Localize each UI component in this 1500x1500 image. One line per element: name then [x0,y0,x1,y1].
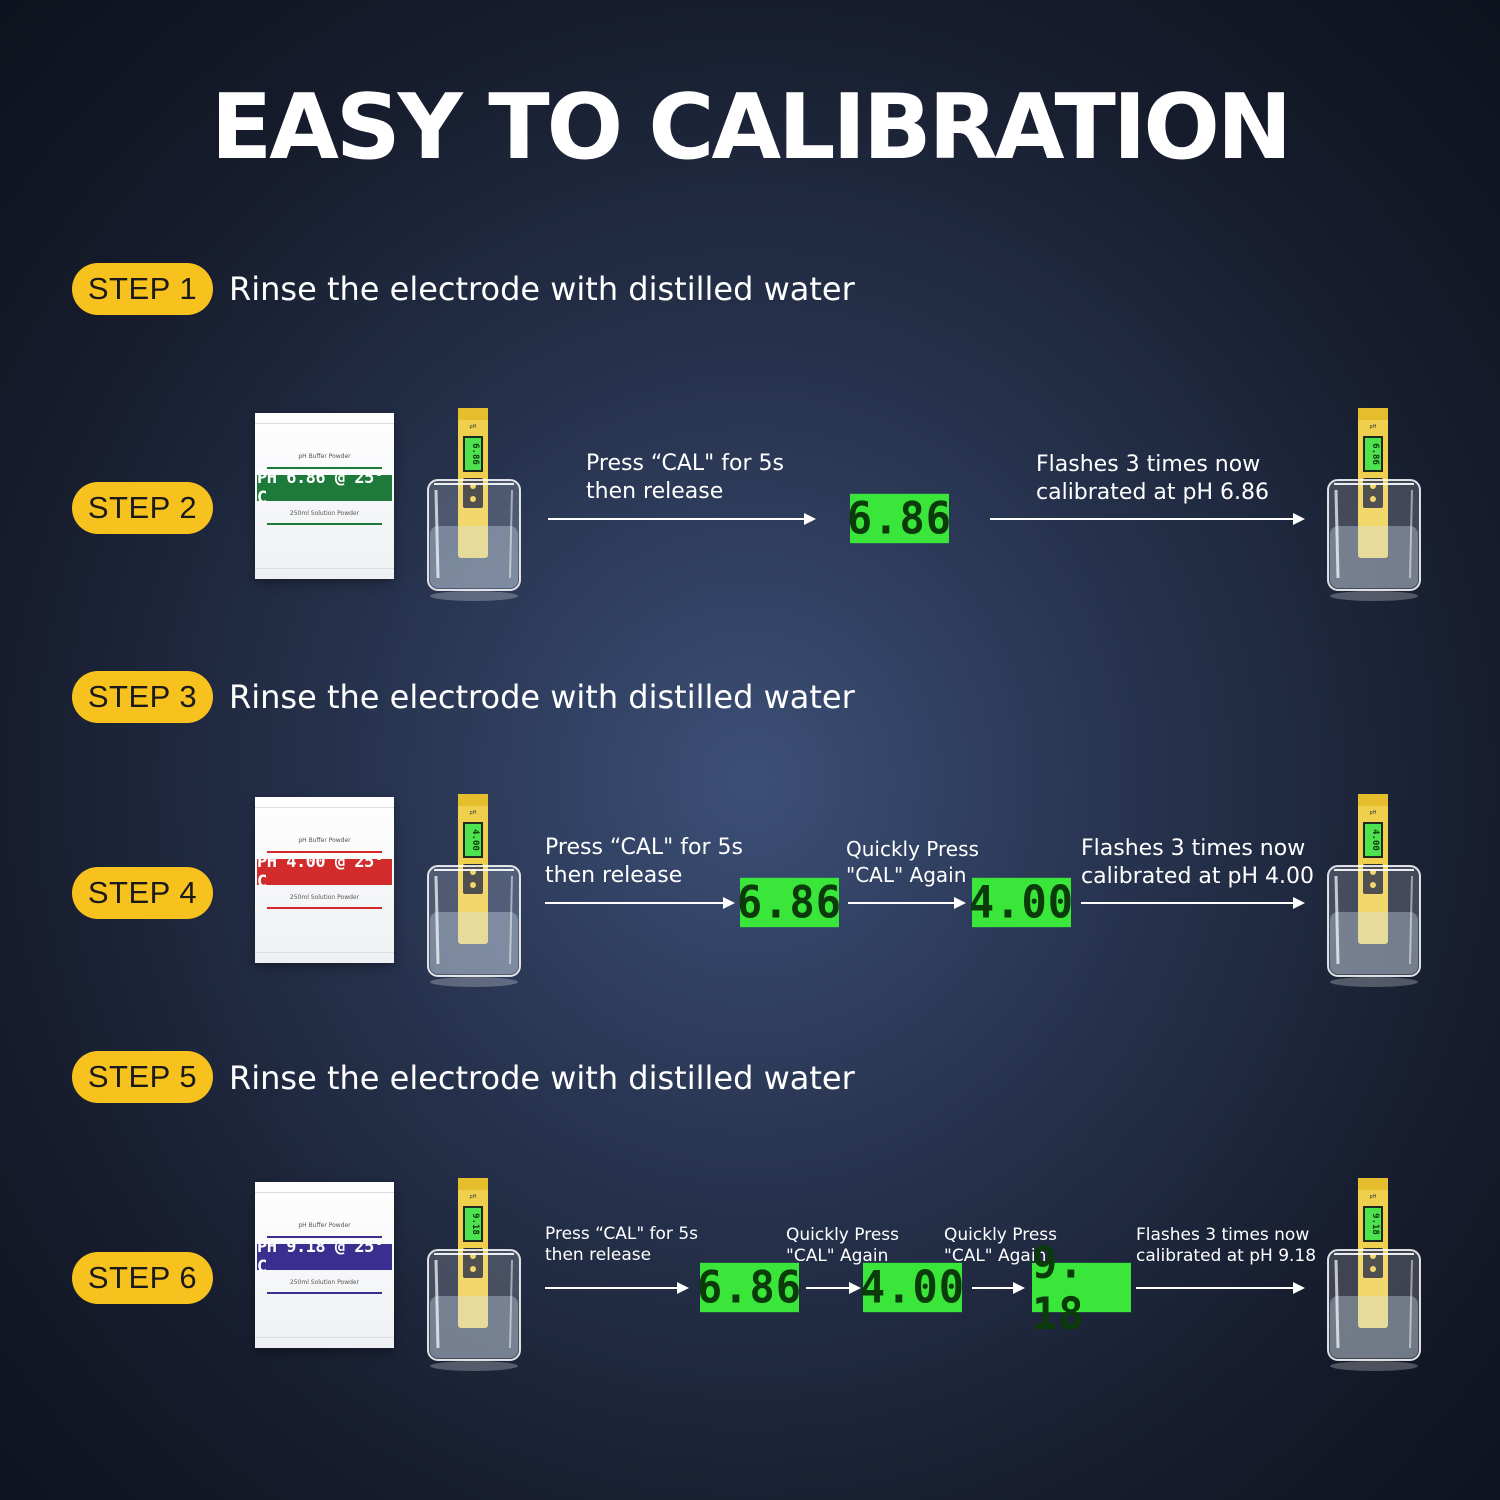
arrow [990,513,1305,525]
svg-text:4.00: 4.00 [1370,829,1380,851]
packet-label: PH 4.00 @ 25° C [257,852,392,892]
packet-footer: 250ml Solution Powder [289,510,360,517]
arrow [848,897,966,909]
ph-meter-in-beaker-icon: pH 6.86 [1326,406,1422,604]
arrow [1081,897,1305,909]
step-3-badge: STEP 3 [72,671,213,723]
step-6-instruction-4: Flashes 3 times now calibrated at pH 9.1… [1136,1225,1317,1266]
buffer-packet-686: pH Buffer Powder PH 6.86 @ 25° C 250ml S… [255,413,394,579]
step-1-text: Rinse the electrode with distilled water [229,270,855,308]
step-2-instruction-1: Press “CAL" for 5s then release [586,451,784,504]
step-6-instruction-3: Quickly Press "CAL" Again [944,1225,1057,1266]
lcd-display: 6.86 [736,876,843,929]
lcd-display: 4.00 [968,876,1075,929]
svg-text:pH: pH [470,810,477,816]
arrow [1136,1282,1305,1294]
packet-header: pH Buffer Powder [298,453,351,460]
svg-text:pH: pH [1370,810,1377,816]
ph-meter-in-beaker-icon: pH 9.18 [426,1176,522,1374]
step-6-badge: STEP 6 [72,1252,213,1304]
ph-meter-in-beaker-icon: pH 6.86 [426,406,522,604]
svg-text:pH: pH [470,424,477,430]
packet-footer: 250ml Solution Powder [289,894,360,901]
lcd-display: 6.86 [846,492,953,545]
step-4-instruction-1: Press “CAL" for 5s then release [545,835,743,888]
svg-text:4.00: 4.00 [470,829,480,851]
arrow [545,1282,689,1294]
svg-text:6.86: 6.86 [1370,443,1380,465]
lcd-display: 6.86 [696,1261,803,1314]
buffer-packet-400: pH Buffer Powder PH 4.00 @ 25° C 250ml S… [255,797,394,963]
step-5-badge: STEP 5 [72,1051,213,1103]
page-title: EASY TO CALIBRATION [210,75,1293,180]
lcd-display: 4.00 [859,1261,966,1314]
svg-text:9.18: 9.18 [1370,1213,1380,1235]
arrow [545,897,735,909]
step-3-text: Rinse the electrode with distilled water [229,678,855,716]
step-2-instruction-2: Flashes 3 times now calibrated at pH 6.8… [1036,452,1269,505]
step-4-badge: STEP 4 [72,867,213,919]
step-6-instruction-1: Press “CAL" for 5s then release [545,1224,698,1265]
buffer-packet-918: pH Buffer Powder PH 9.18 @ 25° C 250ml S… [255,1182,394,1348]
step-4-instruction-3: Flashes 3 times now calibrated at pH 4.0… [1081,836,1314,889]
lcd-display: 9. 18 [1032,1236,1131,1339]
packet-label: PH 6.86 @ 25° C [257,468,392,508]
packet-header: pH Buffer Powder [298,837,351,844]
step-6-instruction-2: Quickly Press "CAL" Again [786,1225,899,1266]
arrow [806,1282,861,1294]
svg-text:6.86: 6.86 [470,443,480,465]
svg-text:pH: pH [470,1194,477,1200]
svg-text:pH: pH [1370,1194,1377,1200]
arrow [972,1282,1025,1294]
packet-header: pH Buffer Powder [298,1222,351,1229]
ph-meter-in-beaker-icon: pH 4.00 [426,792,522,990]
packet-footer: 250ml Solution Powder [289,1279,360,1286]
step-4-instruction-2: Quickly Press "CAL" Again [846,837,979,887]
step-1-badge: STEP 1 [72,263,213,315]
step-2-badge: STEP 2 [72,482,213,534]
arrow [548,513,816,525]
packet-label: PH 9.18 @ 25° C [257,1237,392,1277]
svg-text:pH: pH [1370,424,1377,430]
step-5-text: Rinse the electrode with distilled water [229,1059,855,1097]
svg-text:9.18: 9.18 [470,1213,480,1235]
ph-meter-in-beaker-icon: pH 9.18 [1326,1176,1422,1374]
ph-meter-in-beaker-icon: pH 4.00 [1326,792,1422,990]
